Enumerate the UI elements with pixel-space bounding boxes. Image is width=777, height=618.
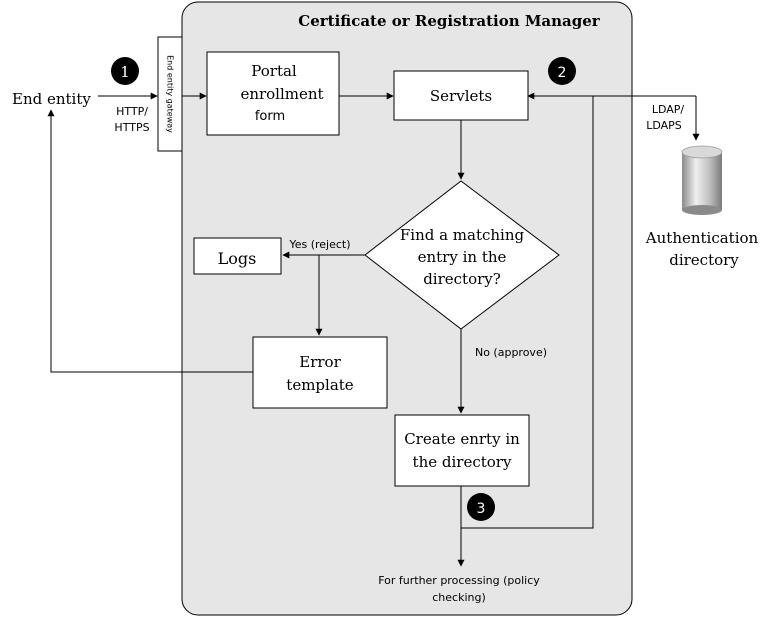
auth-directory-label-1: Authentication <box>645 229 759 247</box>
end-entity-label: End entity <box>12 90 91 108</box>
ldap-label-1: LDAP/ <box>652 103 685 116</box>
svg-text:1: 1 <box>120 63 130 81</box>
servlets-label: Servlets <box>430 87 492 105</box>
portal-label-1: Portal <box>251 62 297 80</box>
error-template-box <box>252 336 388 409</box>
servlets-box <box>393 70 529 121</box>
decision-label-3: directory? <box>423 270 501 288</box>
http-label-2: HTTPS <box>114 121 149 134</box>
svg-text:2: 2 <box>558 65 567 81</box>
error-template-label-1: Error <box>299 353 341 371</box>
ldap-label-2: LDAPS <box>646 119 682 132</box>
step-3-badge: 3 <box>467 493 495 521</box>
create-entry-box <box>394 414 530 487</box>
decision-label-2: entry in the <box>418 248 507 266</box>
panel-title: Certificate or Registration Manager <box>298 12 601 30</box>
http-label-1: HTTP/ <box>116 105 148 118</box>
arrow-create-to-servlets <box>460 96 594 529</box>
logs-label: Logs <box>218 249 257 268</box>
portal-label-3: form <box>255 109 285 124</box>
gateway-label: End entity gateway <box>166 55 175 133</box>
create-entry-label-1: Create enrty in <box>404 430 520 448</box>
decision-label-1: Find a matching <box>400 226 525 244</box>
portal-label-2: enrollment <box>240 85 323 103</box>
arrow-error-to-end-entity <box>47 109 253 373</box>
svg-text:3: 3 <box>477 501 486 517</box>
auth-directory-cylinder <box>681 145 723 215</box>
portal-enrollment-box <box>206 51 340 136</box>
yes-reject-label: Yes (reject) <box>288 238 350 251</box>
step-1-badge: 1 <box>111 57 139 85</box>
logs-box <box>193 237 282 275</box>
further-processing-label-1: For further processing (policy <box>378 574 540 587</box>
error-template-label-2: template <box>286 376 353 394</box>
step-2-badge: 2 <box>548 57 576 85</box>
further-processing-label-2: checking) <box>432 591 486 604</box>
create-entry-label-2: the directory <box>413 453 512 471</box>
no-approve-label: No (approve) <box>475 346 547 359</box>
auth-directory-label-2: directory <box>669 251 739 269</box>
end-entity-gateway <box>157 36 183 152</box>
